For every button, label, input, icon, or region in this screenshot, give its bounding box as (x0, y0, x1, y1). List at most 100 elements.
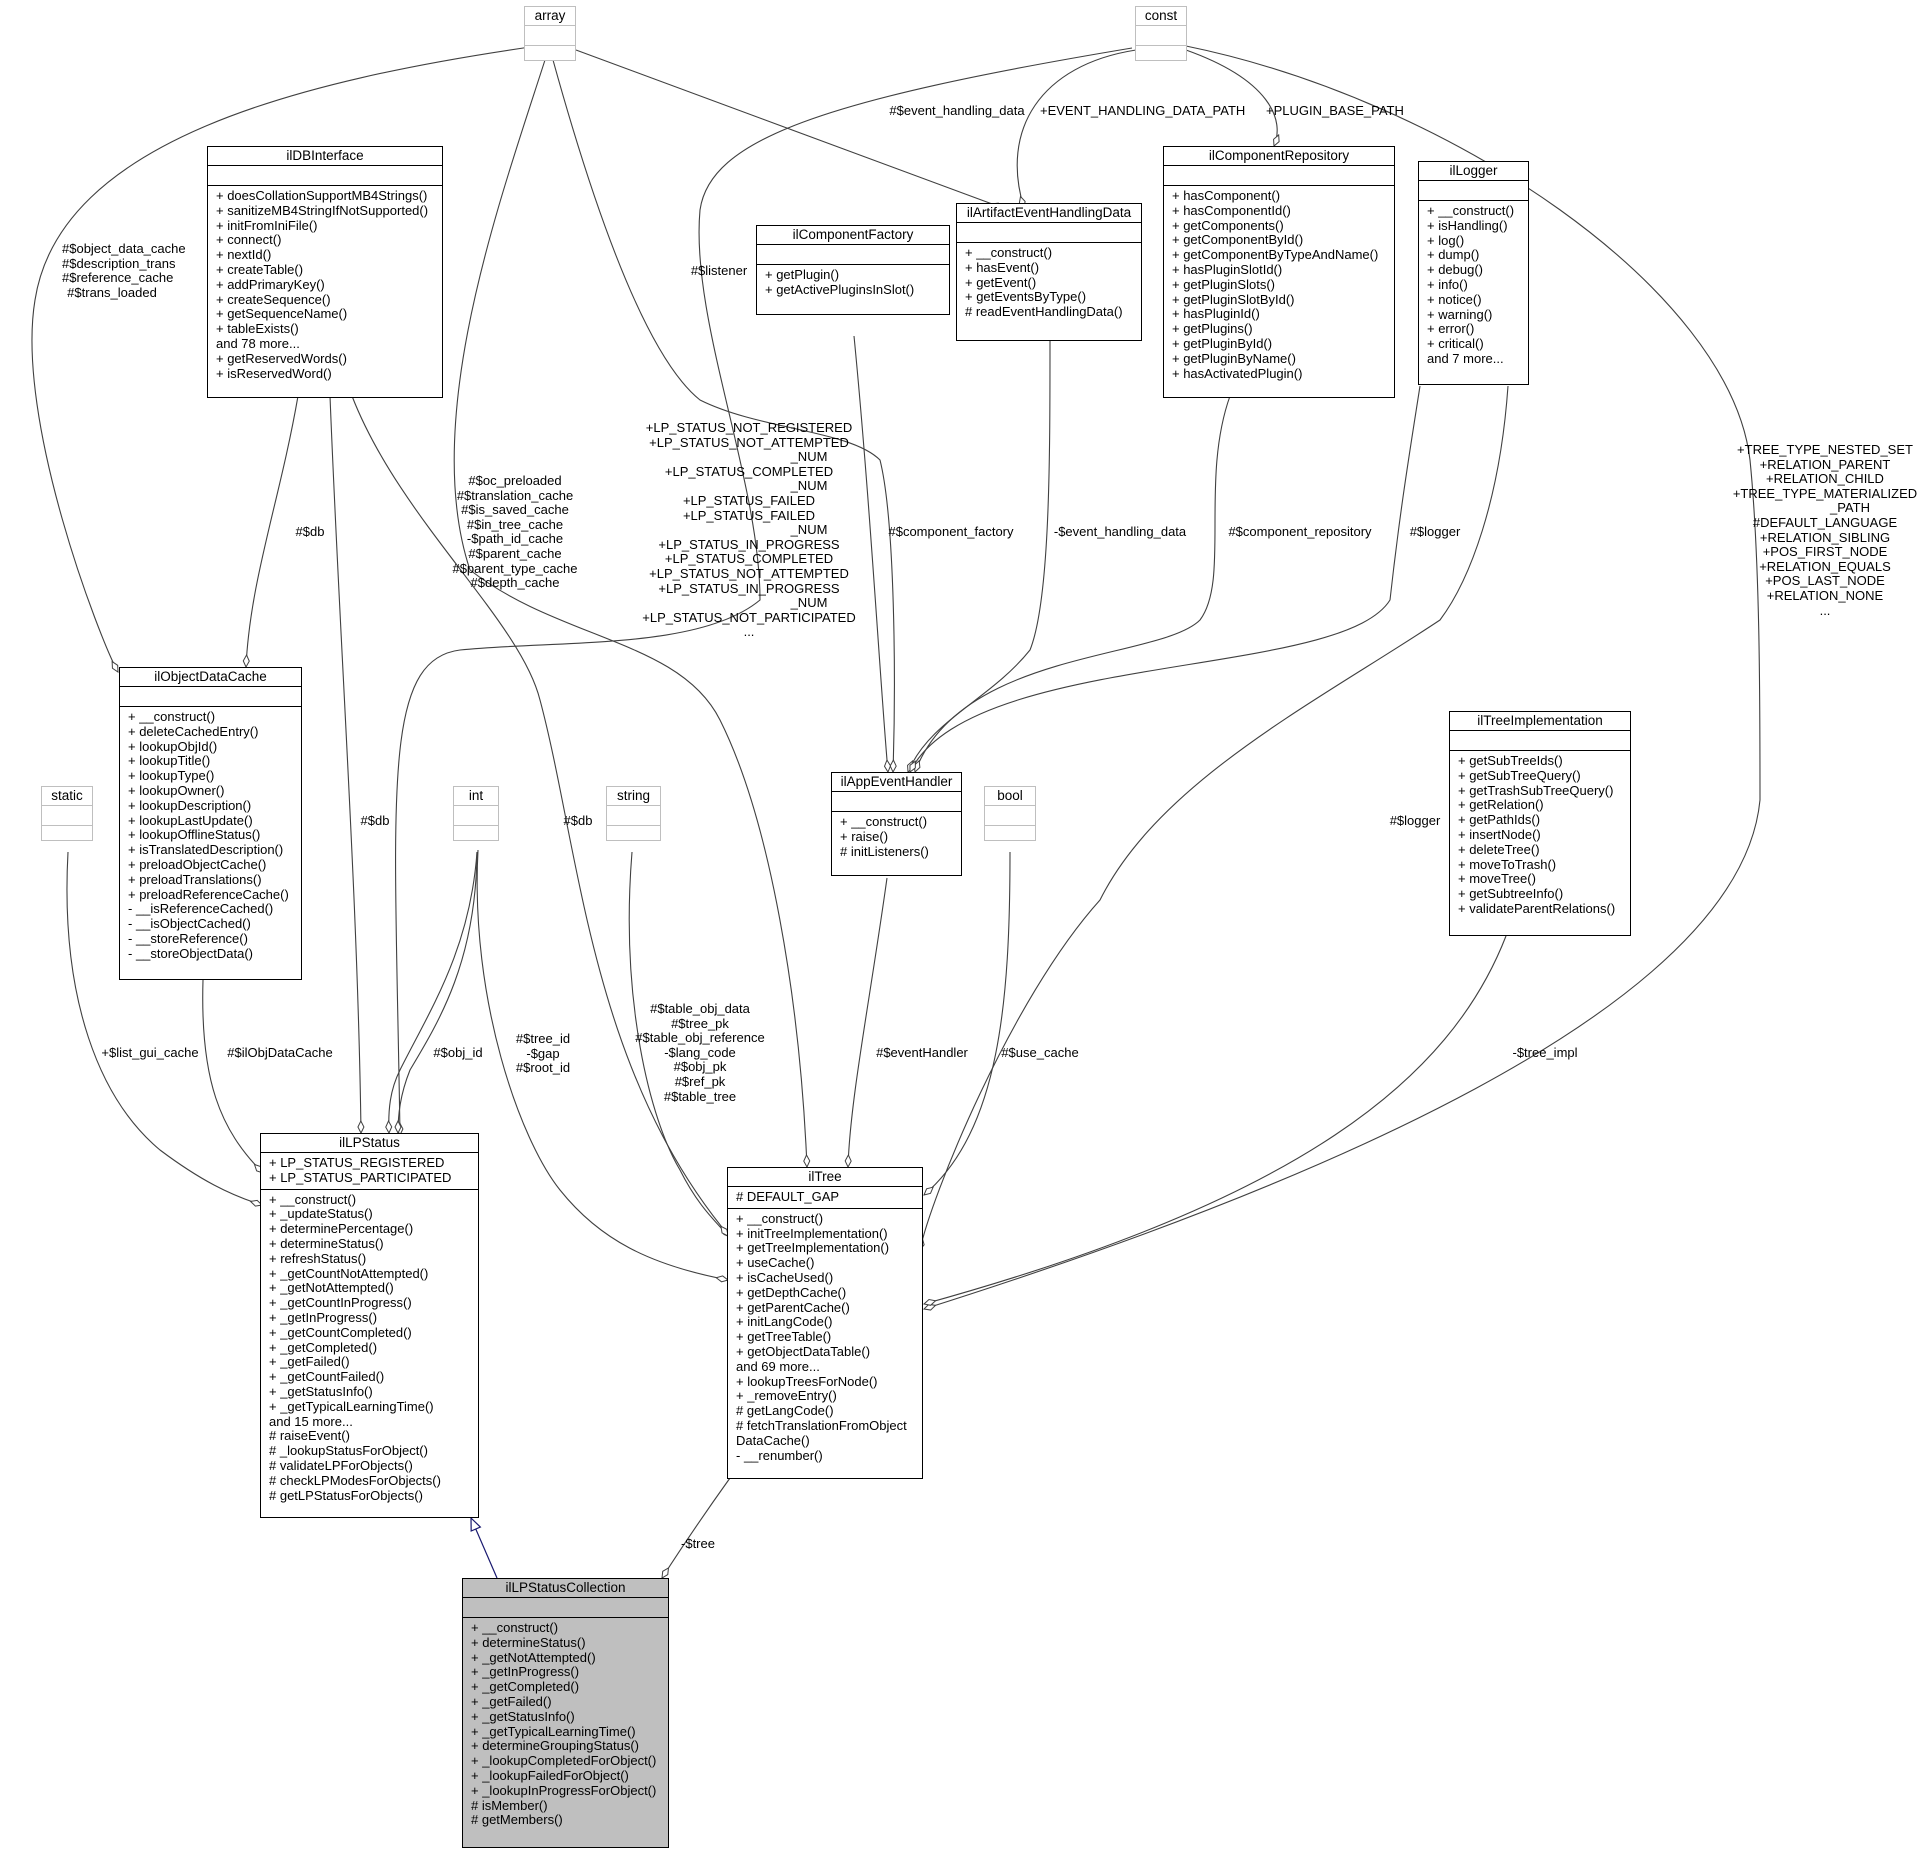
class-ilappeventhandler[interactable]: ilAppEventHandler + __construct() + rais… (831, 772, 962, 876)
method: - __isObjectCached() (128, 916, 251, 932)
edge-array-artifacteventhandlingdata (575, 49, 1003, 208)
edge-const-tree (924, 45, 1761, 1309)
method: + addPrimaryKey() (216, 276, 325, 292)
method: + getObjectDataTable() (736, 1343, 871, 1359)
class-ildbinterface[interactable]: ilDBInterface + doesCollationSupportMB4S… (207, 146, 443, 398)
method: + initFromIniFile() (216, 217, 318, 233)
method: + getRelation() (1458, 797, 1544, 813)
class-ilartifacteventhandlingdata[interactable]: ilArtifactEventHandlingData + __construc… (956, 203, 1142, 341)
method: and 69 more... (736, 1358, 820, 1374)
edge-bool-tree (924, 851, 1011, 1195)
label-line: #$parent_type_cache (452, 560, 578, 576)
label-line: +POS_LAST_NODE (1765, 573, 1885, 589)
edge-int-lpstatus-1 (389, 851, 478, 1133)
method: + getEventsByType() (965, 289, 1087, 305)
class-title: ilComponentRepository (1164, 147, 1394, 166)
attribute: + LP_STATUS_PARTICIPATED (269, 1169, 452, 1185)
method: + getPluginSlots() (1172, 276, 1275, 292)
label-line: #$oc_preloaded (468, 473, 562, 488)
edge-int-tree (476, 849, 728, 1280)
method: + validateParentRelations() (1458, 900, 1616, 916)
method: + __construct() (736, 1210, 824, 1226)
method: + critical() (1427, 336, 1484, 352)
label-line: +RELATION_NONE (1766, 587, 1884, 603)
label-line: #$translation_cache (456, 487, 574, 503)
method: + _getNotAttempted() (269, 1280, 394, 1296)
class-string[interactable]: string (606, 786, 661, 841)
label-line: #$object_data_cache (62, 241, 186, 256)
label-line: +POS_FIRST_NODE (1762, 544, 1888, 560)
label-line: _NUM (790, 449, 828, 465)
label-line: +RELATION_CHILD (1766, 471, 1884, 487)
method: + getSubTreeIds() (1458, 753, 1563, 768)
method: + getPathIds() (1458, 812, 1541, 828)
edge-label-event-handling-data-private: -$event_handling_data (1050, 524, 1190, 540)
label-line: +LP_STATUS_FAILED (682, 507, 816, 523)
edge-componentfactory-appeventhandler (853, 335, 888, 772)
class-methods: + __construct() + _updateStatus() + dete… (261, 1190, 478, 1507)
method: + getPluginByName() (1172, 350, 1296, 366)
class-attributes (120, 687, 301, 707)
label-line: +LP_STATUS_IN_PROGRESS (658, 580, 840, 596)
label-line: #$table_obj_reference (635, 1030, 765, 1046)
label-line: #$eventHandler (876, 1045, 968, 1060)
class-ilcomponentrepository[interactable]: ilComponentRepository + hasComponent() +… (1163, 146, 1395, 398)
class-int[interactable]: int (453, 786, 499, 841)
class-iltree[interactable]: ilTree # DEFAULT_GAP + __construct() + i… (727, 1167, 923, 1479)
class-illpstatuscollection[interactable]: ilLPStatusCollection + __construct() + d… (462, 1578, 669, 1848)
label-line: -$event_handling_data (1053, 524, 1187, 539)
class-attributes (1450, 731, 1630, 751)
method: + debug() (1427, 262, 1484, 278)
method: + lookupOfflineStatus() (128, 827, 261, 843)
label-line: #$ilObjDataCache (227, 1045, 333, 1060)
method: + getTreeImplementation() (736, 1240, 890, 1256)
label-line: +LP_STATUS_IN_PROGRESS (658, 536, 840, 552)
class-ilobjectdatacache[interactable]: ilObjectDataCache + __construct() + dele… (119, 667, 302, 980)
edge-artifact-appeventhandler (908, 339, 1051, 772)
edge-label-logger-tree: #$logger (1380, 813, 1450, 829)
edge-label-db-objectdatacache: #$db (285, 524, 335, 540)
edge-label-list-gui-cache: +$list_gui_cache (90, 1045, 210, 1061)
label-line: #$event_handling_data (889, 103, 1025, 118)
method: - __isReferenceCached() (128, 901, 274, 917)
class-static[interactable]: static (41, 786, 93, 841)
label-line: #$listener (690, 263, 748, 278)
edge-label-db-tree: #$db (553, 813, 603, 829)
label-line: +RELATION_SIBLING (1759, 529, 1891, 545)
edge-label-component-repository: #$component_repository (1225, 524, 1375, 540)
method: + lookupDescription() (128, 797, 252, 813)
label-line: +RELATION_PARENT (1759, 456, 1891, 472)
edge-dbinterface-tree (351, 395, 730, 1237)
method: and 78 more... (216, 335, 300, 351)
method: + lookupObjId() (128, 738, 218, 754)
label-line: #$ref_pk (674, 1073, 726, 1089)
class-iltreeimplementation[interactable]: ilTreeImplementation + getSubTreeIds() +… (1449, 711, 1631, 936)
class-array[interactable]: array (524, 6, 576, 61)
method: + lookupTitle() (128, 753, 211, 769)
class-illpstatus[interactable]: ilLPStatus + LP_STATUS_REGISTERED + LP_S… (260, 1133, 479, 1518)
method: + lookupTreesForNode() (736, 1373, 878, 1389)
class-illogger[interactable]: ilLogger + __construct() + isHandling() … (1418, 161, 1529, 385)
edge-label-logger-eventhandler: #$logger (1400, 524, 1470, 540)
class-bool[interactable]: bool (984, 786, 1036, 841)
class-const[interactable]: const (1135, 6, 1187, 61)
class-attributes (1164, 166, 1394, 186)
method: # validateLPForObjects() (269, 1457, 413, 1473)
method: + getReservedWords() (216, 350, 347, 366)
class-attributes (607, 806, 660, 826)
class-attributes (985, 806, 1035, 826)
label-line: _NUM (790, 522, 828, 538)
edge-label-use-cache: #$use_cache (995, 1045, 1085, 1061)
class-attributes (757, 245, 949, 265)
class-attributes (957, 223, 1141, 243)
class-title: string (607, 787, 660, 806)
method: + refreshStatus() (269, 1250, 367, 1266)
label-line: #$component_factory (888, 524, 1014, 539)
label-line: #$table_tree (663, 1088, 737, 1104)
label-line: _NUM (790, 478, 828, 494)
method: + _getCountInProgress() (269, 1295, 412, 1311)
label-line: +$list_gui_cache (101, 1045, 199, 1060)
class-ilcomponentfactory[interactable]: ilComponentFactory + getPlugin() + getAc… (756, 225, 950, 315)
method: # getMembers() (471, 1812, 563, 1828)
class-title: const (1136, 7, 1186, 26)
